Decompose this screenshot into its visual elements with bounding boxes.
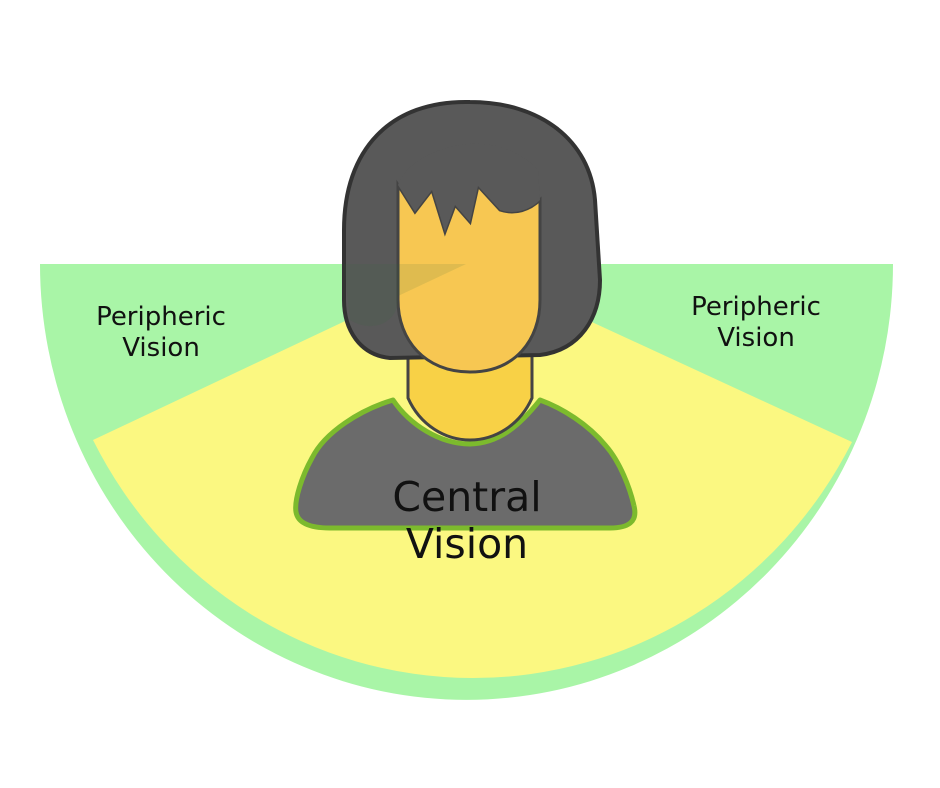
- right-peripheral-label-line2: Vision: [717, 323, 795, 354]
- person-figure: [293, 99, 638, 531]
- left-peripheral-label-line2: Vision: [122, 333, 200, 364]
- right-peripheral-label: Peripheric Vision: [656, 292, 856, 354]
- central-vision-label: Central Vision: [347, 473, 587, 569]
- field-overlay-left: [344, 264, 466, 327]
- central-vision-label-line2: Vision: [405, 520, 529, 569]
- right-peripheral-label-line1: Peripheric: [691, 292, 821, 322]
- hair-bangs: [398, 143, 540, 232]
- shirt: [293, 397, 638, 531]
- left-peripheral-label-line1: Peripheric: [96, 302, 226, 332]
- left-peripheral-label: Peripheric Vision: [61, 302, 261, 364]
- central-vision-label-line1: Central: [392, 473, 542, 521]
- neck: [406, 348, 534, 442]
